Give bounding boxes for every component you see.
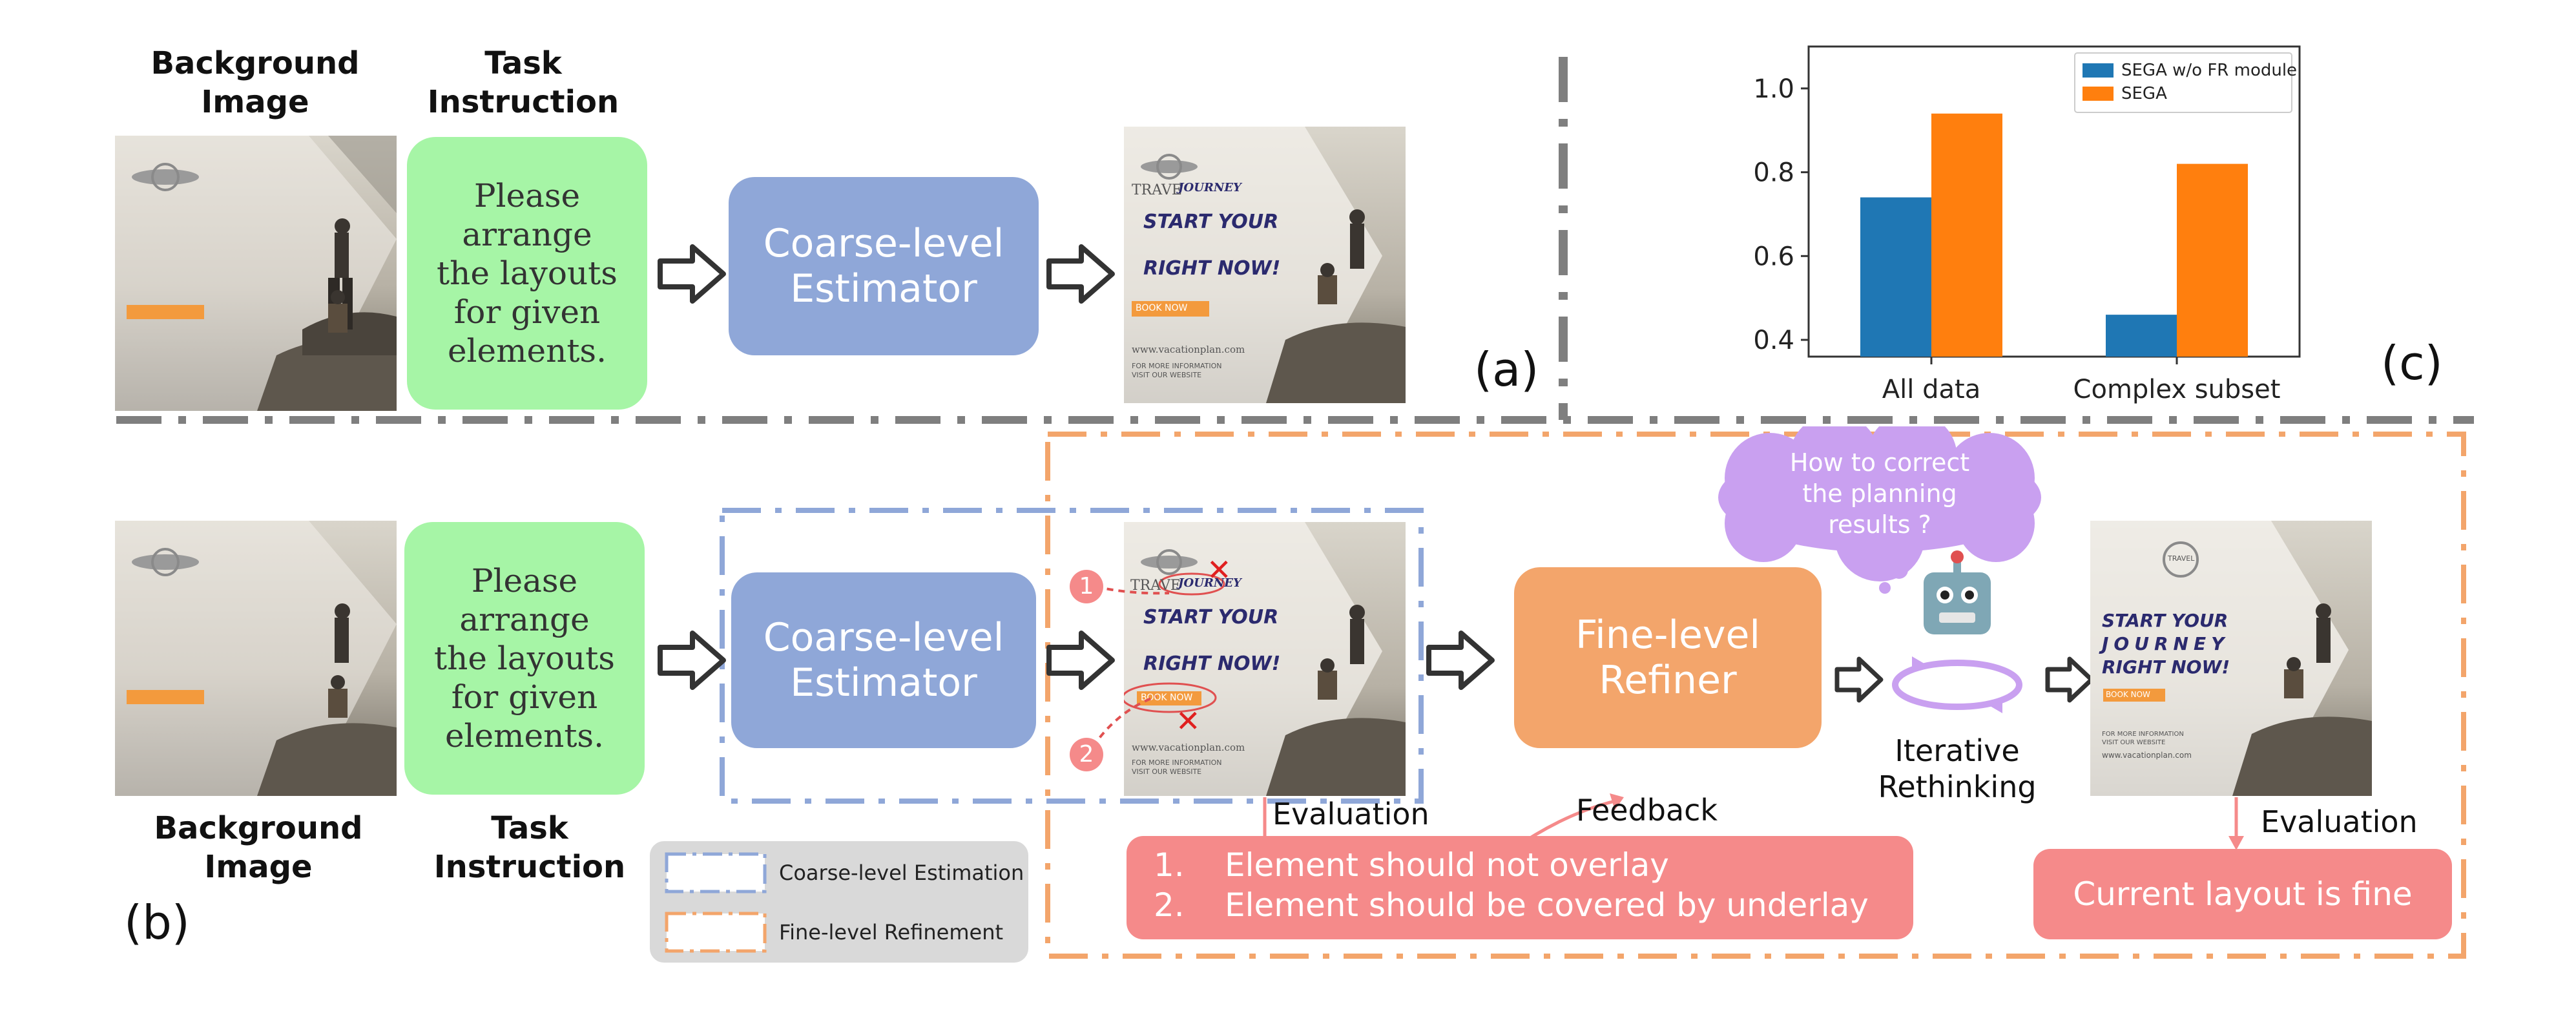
feedback-item-1: Element should not overlay	[1225, 846, 1669, 884]
bar-sega-1	[2177, 163, 2248, 357]
legend-label-fine: Fine-level Refinement	[779, 920, 1004, 945]
poster-headline-2: RIGHT NOW!	[1143, 653, 1281, 675]
coarse-level-estimator-a: Coarse-level Estimator	[729, 177, 1039, 355]
final-brand: TRAVEL	[2168, 554, 2195, 563]
feedback-box: 1. Element should not overlay 2. Element…	[1127, 836, 1913, 939]
legend-label-coarse: Coarse-level Estimation	[779, 861, 1024, 885]
final-headline-1: START YOUR	[2102, 610, 2228, 631]
poster-button: BOOK NOW	[1136, 303, 1188, 313]
final-button: BOOK NOW	[2106, 690, 2150, 699]
panel-label-a: (a)	[1474, 342, 1539, 397]
y-tick-label: 0.8	[1753, 158, 1794, 188]
poster-brand: TRAVE	[1130, 578, 1181, 594]
feedback-number-1: 1.	[1154, 846, 1185, 884]
poster-small-text: FOR MORE INFORMATION VISIT OUR WEBSITE	[1132, 362, 1222, 379]
error-marker-2: 2	[1070, 738, 1103, 771]
poster-final-output: TRAVEL START YOUR JOURNEY RIGHT NOW! BOO…	[2090, 521, 2372, 796]
evaluation-label-right: Evaluation	[2261, 804, 2418, 839]
x-tick-label: Complex subset	[2073, 375, 2281, 404]
task-instruction-box-b: Please arrange the layouts for given ele…	[404, 522, 645, 795]
poster-small-text: FOR MORE INFORMATION VISIT OUR WEBSITE	[1132, 758, 1222, 776]
header-background-image-b: Background Image	[154, 810, 363, 885]
header-task-instruction-b: Task Instruction	[433, 810, 626, 885]
thought-cloud	[1718, 426, 2041, 594]
arrow-icon	[1834, 656, 1884, 703]
background-image-a	[115, 136, 397, 411]
final-headline-2: JOURNEY	[2102, 633, 2230, 654]
feedback-item-2: Element should be covered by underlay	[1225, 886, 1869, 924]
bar-sega-0	[1931, 113, 2002, 357]
poster-coarse-output-b: ✕ ✕ TRAVE JOURNEY START YOUR RIGHT NOW! …	[1124, 522, 1406, 796]
arrow-icon	[1426, 631, 1495, 690]
poster-button: BOOK NOW	[1141, 693, 1193, 703]
iterative-cycle-icon	[1892, 656, 2022, 713]
legend-swatch-coarse	[665, 852, 767, 893]
svg-text:✕: ✕	[1176, 704, 1201, 738]
legend-swatch-fine	[665, 912, 767, 953]
y-tick-label: 0.6	[1753, 242, 1794, 271]
error-marker-links	[1092, 585, 1170, 748]
header-task-instruction-a: Task Instruction	[427, 45, 619, 120]
panel-label-c: (c)	[2381, 336, 2443, 390]
panel-label-b: (b)	[124, 895, 190, 950]
background-image-b	[115, 521, 397, 796]
poster-url: www.vacationplan.com	[1132, 344, 1245, 355]
arrow-icon	[658, 244, 726, 304]
coarse-level-estimator-b: Coarse-level Estimator	[731, 572, 1036, 748]
bar-sega-w-o-fr-module-0	[1860, 197, 1931, 357]
chart-legend-swatch	[2083, 87, 2114, 101]
x-tick-label: All data	[1882, 375, 1980, 404]
svg-text:✕: ✕	[1207, 552, 1232, 587]
robot-icon	[1924, 550, 1991, 634]
chart-legend-label: SEGA w/o FR module	[2121, 61, 2297, 80]
final-headline-3: RIGHT NOW!	[2102, 656, 2230, 678]
diagram-legend: Coarse-level Estimation Fine-level Refin…	[650, 841, 1028, 963]
final-url: www.vacationplan.com	[2102, 751, 2192, 760]
arrow-icon	[658, 631, 726, 690]
iterative-rethinking-label: Iterative Rethinking	[1878, 733, 2037, 804]
fine-level-refiner: Fine-level Refiner	[1514, 567, 1822, 748]
chart-legend-label: SEGA	[2121, 84, 2167, 103]
arrow-icon	[1046, 631, 1115, 690]
feedback-number-2: 2.	[1154, 886, 1185, 924]
mountain-hiker-photo	[115, 136, 397, 411]
poster-headline-2: RIGHT NOW!	[1143, 257, 1281, 280]
final-small-text: FOR MORE INFORMATION VISIT OUR WEBSITE	[2102, 731, 2184, 746]
poster-headline-1: START YOUR	[1143, 606, 1279, 629]
poster-brand: TRAVE	[1132, 182, 1182, 198]
poster-output-a: TRAVE JOURNEY START YOUR RIGHT NOW! BOOK…	[1124, 127, 1406, 403]
task-instruction-box-a: Please arrange the layouts for given ele…	[407, 137, 647, 410]
bar-sega-w-o-fr-module-1	[2106, 315, 2177, 357]
chart-legend-box	[2074, 52, 2292, 113]
evaluation-label-left: Evaluation	[1272, 797, 1429, 831]
poster-brand-2: JOURNEY	[1178, 181, 1241, 194]
poster-url: www.vacationplan.com	[1132, 742, 1245, 753]
poster-headline-1: START YOUR	[1143, 211, 1279, 233]
arrow-icon	[1046, 244, 1115, 304]
feedback-label: Feedback	[1576, 793, 1718, 828]
final-evaluation-box: Current layout is fine	[2033, 849, 2452, 939]
header-background-image-a: Background Image	[151, 45, 360, 120]
error-marker-1: 1	[1070, 570, 1103, 603]
cloud-question-text: How to correct the planning results ?	[1789, 448, 1970, 539]
chart-legend-swatch	[2083, 63, 2114, 78]
arrow-icon	[2045, 656, 2094, 703]
y-tick-label: 0.4	[1753, 326, 1794, 355]
poster-brand-2: JOURNEY	[1178, 576, 1241, 590]
y-tick-label: 1.0	[1753, 74, 1794, 104]
